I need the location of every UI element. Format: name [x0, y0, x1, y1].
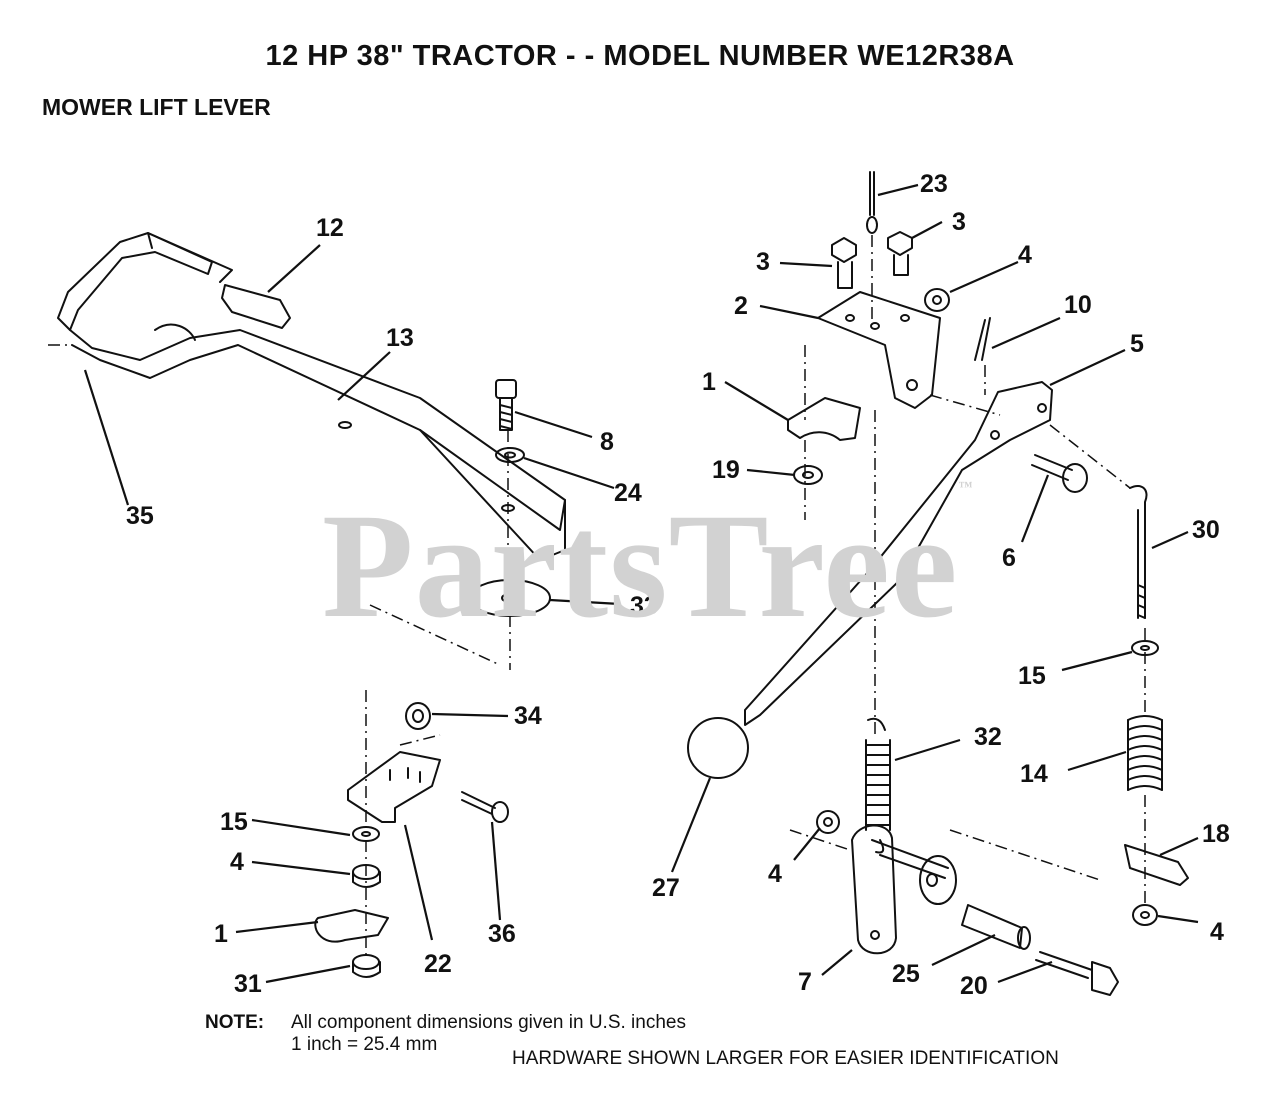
bushing-25-part	[961, 904, 1023, 949]
lift-handle-part	[57, 232, 566, 561]
callout-13: 13	[386, 324, 414, 352]
nut-4-right-part	[1132, 904, 1158, 926]
callout-36: 36	[488, 920, 516, 948]
hardware-note: HARDWARE SHOWN LARGER FOR EASIER IDENTIF…	[512, 1048, 1059, 1069]
callout-24: 24	[614, 479, 642, 507]
washer-24-part	[495, 447, 525, 463]
callout-31: 31	[234, 970, 262, 998]
callout-5: 5	[1130, 330, 1144, 358]
callout-12: 12	[316, 214, 344, 242]
bolt-8-part	[495, 379, 517, 431]
callout-1-left: 1	[214, 920, 228, 948]
callout-34: 34	[514, 702, 542, 730]
nut-31-part	[352, 961, 381, 978]
watermark: PartsTree™	[322, 480, 973, 652]
callout-18: 18	[1202, 820, 1230, 848]
callout-2: 2	[734, 292, 748, 320]
washer-15-left-part	[352, 826, 380, 842]
callout-27: 27	[652, 874, 680, 902]
clip-1-right-part	[787, 397, 861, 441]
callout-30: 30	[1192, 516, 1220, 544]
callout-32: 32	[974, 723, 1002, 751]
callout-3-right: 3	[952, 208, 966, 236]
plate-7-part	[851, 824, 897, 955]
callout-4-left: 4	[230, 848, 244, 876]
spring-32-part	[865, 717, 891, 854]
callout-23: 23	[920, 170, 948, 198]
callout-10: 10	[1064, 291, 1092, 319]
callout-35: 35	[126, 502, 154, 530]
callout-4-top: 4	[1018, 241, 1032, 269]
spring-14-part	[1127, 715, 1163, 791]
callout-4-bottom: 4	[768, 860, 782, 888]
bolt-3-left-part	[831, 237, 857, 289]
page-title: 12 HP 38" TRACTOR - - MODEL NUMBER WE12R…	[265, 40, 1015, 72]
note-block: NOTE: All component dimensions given in U…	[205, 1012, 686, 1056]
note-label: NOTE:	[205, 1012, 265, 1033]
callout-25: 25	[892, 960, 920, 988]
callout-15-left: 15	[220, 808, 248, 836]
pin-10-part	[974, 317, 991, 361]
callout-3-left: 3	[756, 248, 770, 276]
callout-6: 6	[1002, 544, 1016, 572]
handle-grip-part	[221, 284, 291, 329]
callout-33: 33	[630, 592, 658, 620]
ferrule-18-part	[1124, 844, 1189, 886]
nut-34-part	[405, 702, 431, 730]
page-subtitle: MOWER LIFT LEVER	[42, 94, 271, 120]
bolt-20-part	[1035, 951, 1093, 979]
callout-14: 14	[1020, 760, 1048, 788]
callout-20: 20	[960, 972, 988, 1000]
nut-4-top-part	[924, 288, 950, 312]
callout-15-right: 15	[1018, 662, 1046, 690]
callout-19: 19	[712, 456, 740, 484]
bolt-3-right-part	[887, 231, 913, 276]
callout-22: 22	[424, 950, 452, 978]
note-line2: 1 inch = 25.4 mm	[291, 1034, 438, 1055]
bolt-36-part	[461, 791, 496, 815]
rod-30-part	[1129, 484, 1148, 619]
cotter-pin-23-part	[869, 171, 875, 216]
bracket-2-part	[817, 291, 941, 409]
bracket-22-part	[347, 751, 441, 823]
callout-1-right: 1	[702, 368, 716, 396]
callout-4-right: 4	[1210, 918, 1224, 946]
callout-8: 8	[600, 428, 614, 456]
callout-7: 7	[798, 968, 812, 996]
watermark-tm: ™	[958, 480, 974, 495]
knob-27-part	[687, 717, 749, 779]
nut-4-bottom-part	[816, 810, 840, 834]
watermark-text: PartsTree	[322, 483, 959, 649]
lever-5-part	[744, 381, 1053, 726]
clip-1-left-part	[314, 909, 389, 943]
note-line1: All component dimensions given in U.S. i…	[291, 1012, 686, 1033]
nut-4-left-part	[352, 871, 381, 888]
